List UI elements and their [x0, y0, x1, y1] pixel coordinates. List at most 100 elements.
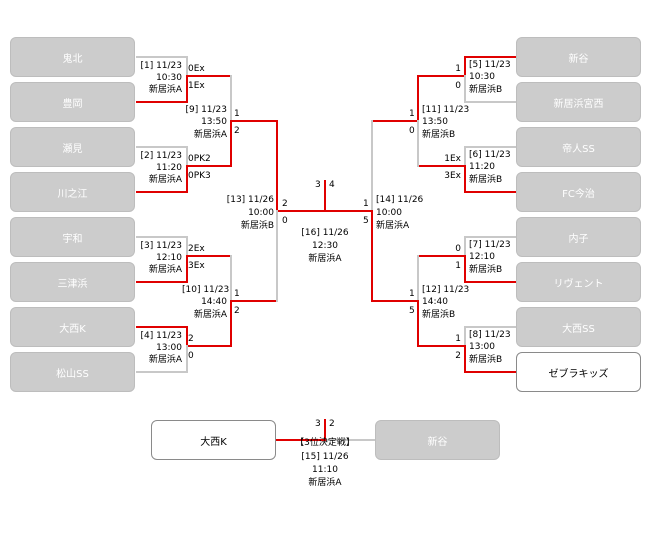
match-14-info: [14] 11/26 — [376, 195, 424, 205]
line-m8-bot — [417, 345, 516, 373]
match-6-venue: 新居浜B — [469, 175, 503, 185]
third-place-team-right: 新谷 — [375, 420, 500, 460]
third-place-time: 11:10 — [312, 465, 338, 475]
third-place-team-left: 大西K — [151, 420, 276, 460]
match-4-venue: 新居浜A — [148, 355, 182, 365]
team-15: 大西SS — [516, 307, 641, 347]
team-2: 豊岡 — [10, 82, 135, 122]
third-place-info: [15] 11/26 — [301, 452, 349, 462]
line-m6-top — [464, 146, 516, 167]
line-m3-bot — [136, 255, 232, 283]
line-m5-top — [417, 56, 516, 77]
team-1: 鬼北 — [10, 37, 135, 77]
match-8-score-top: 1 — [455, 334, 461, 344]
match-6-info: [6] 11/23 — [469, 150, 511, 160]
match-11-time: 13:50 — [422, 117, 448, 127]
match-9-score-top: 1 — [234, 109, 240, 119]
line-m2-top — [136, 146, 188, 167]
match-4-score-top: 2 — [188, 334, 194, 344]
team-16-champion: ゼブラキッズ — [516, 352, 641, 392]
match-4-info: [4] 11/23 — [140, 331, 182, 341]
final-score-left: 3 — [315, 180, 321, 190]
match-8-info: [8] 11/23 — [469, 330, 511, 340]
team-7: 大西K — [10, 307, 135, 347]
match-7-score-top: 0 — [455, 244, 461, 254]
final-time: 12:30 — [312, 241, 338, 251]
match-5-info: [5] 11/23 — [469, 60, 511, 70]
line-m12-bot — [371, 300, 419, 347]
match-1-time: 10:30 — [156, 73, 182, 83]
match-11-venue: 新居浜B — [422, 130, 456, 140]
match-14-time: 10:00 — [376, 208, 402, 218]
match-2-score-top: 0PK2 — [188, 154, 211, 164]
match-2-score-bot: 0PK3 — [188, 171, 211, 181]
match-1-venue: 新居浜A — [148, 85, 182, 95]
third-place-score-right: 2 — [329, 419, 335, 429]
match-4-time: 13:00 — [156, 343, 182, 353]
third-place-venue: 新居浜A — [308, 478, 342, 488]
match-3-score-bot: 3Ex — [188, 261, 205, 271]
team-3: 瀬見 — [10, 127, 135, 167]
third-place-title: 【3位決定戦】 — [295, 438, 355, 448]
line-m8-top — [464, 326, 516, 347]
final-info: [16] 11/26 — [301, 228, 349, 238]
line-m4-top — [136, 326, 232, 347]
line-m13-top — [276, 120, 326, 212]
match-9-info: [9] 11/23 — [185, 105, 227, 115]
match-5-score-bot: 0 — [455, 81, 461, 91]
match-7-time: 12:10 — [469, 252, 495, 262]
match-13-score-bot: 0 — [282, 216, 288, 226]
third-place-score-left: 3 — [315, 419, 321, 429]
team-5: 宇和 — [10, 217, 135, 257]
team-9: 新谷 — [516, 37, 641, 77]
match-11-score-top: 1 — [409, 109, 415, 119]
line-m2-bot — [136, 165, 232, 193]
match-12-time: 14:40 — [422, 297, 448, 307]
match-10-venue: 新居浜A — [193, 310, 227, 320]
match-10-score-bot: 2 — [234, 306, 240, 316]
team-6: 三津浜 — [10, 262, 135, 302]
match-5-venue: 新居浜B — [469, 85, 503, 95]
line-m7-top — [464, 236, 516, 257]
match-13-time: 10:00 — [248, 208, 274, 218]
match-9-time: 13:50 — [201, 117, 227, 127]
match-2-venue: 新居浜A — [148, 175, 182, 185]
line-m9-bot — [230, 120, 278, 167]
match-5-score-top: 1 — [455, 64, 461, 74]
match-10-score-top: 1 — [234, 289, 240, 299]
match-1-score-top: 0Ex — [188, 64, 205, 74]
match-5-time: 10:30 — [469, 72, 495, 82]
match-12-venue: 新居浜B — [422, 310, 456, 320]
team-8: 松山SS — [10, 352, 135, 392]
match-13-venue: 新居浜B — [240, 221, 274, 231]
final-score-right: 4 — [329, 180, 335, 190]
match-12-info: [12] 11/23 — [422, 285, 470, 295]
team-12: FC今治 — [516, 172, 641, 212]
match-6-score-top: 1Ex — [444, 154, 461, 164]
final-venue: 新居浜A — [308, 254, 342, 264]
match-2-time: 11:20 — [156, 163, 182, 173]
line-m5-bot — [464, 75, 516, 103]
match-14-score-top: 1 — [363, 199, 369, 209]
match-7-venue: 新居浜B — [469, 265, 503, 275]
match-12-score-top: 1 — [409, 289, 415, 299]
match-7-score-bot: 1 — [455, 261, 461, 271]
line-m1-top — [136, 56, 188, 77]
match-9-venue: 新居浜A — [193, 130, 227, 140]
match-3-venue: 新居浜A — [148, 265, 182, 275]
match-6-time: 11:20 — [469, 162, 495, 172]
match-14-score-bot: 5 — [363, 216, 369, 226]
line-m7-bot — [417, 255, 516, 283]
match-11-score-bot: 0 — [409, 126, 415, 136]
line-m3-top — [136, 236, 188, 257]
match-13-score-top: 2 — [282, 199, 288, 209]
match-8-time: 13:00 — [469, 342, 495, 352]
team-10: 新居浜宮西 — [516, 82, 641, 122]
line-m10-bot — [230, 300, 278, 347]
team-14: リヴェント — [516, 262, 641, 302]
line-m14-bot — [324, 210, 373, 302]
line-m1-bot — [136, 75, 232, 103]
match-14-venue: 新居浜A — [376, 221, 410, 231]
match-1-score-bot: 1Ex — [188, 81, 205, 91]
